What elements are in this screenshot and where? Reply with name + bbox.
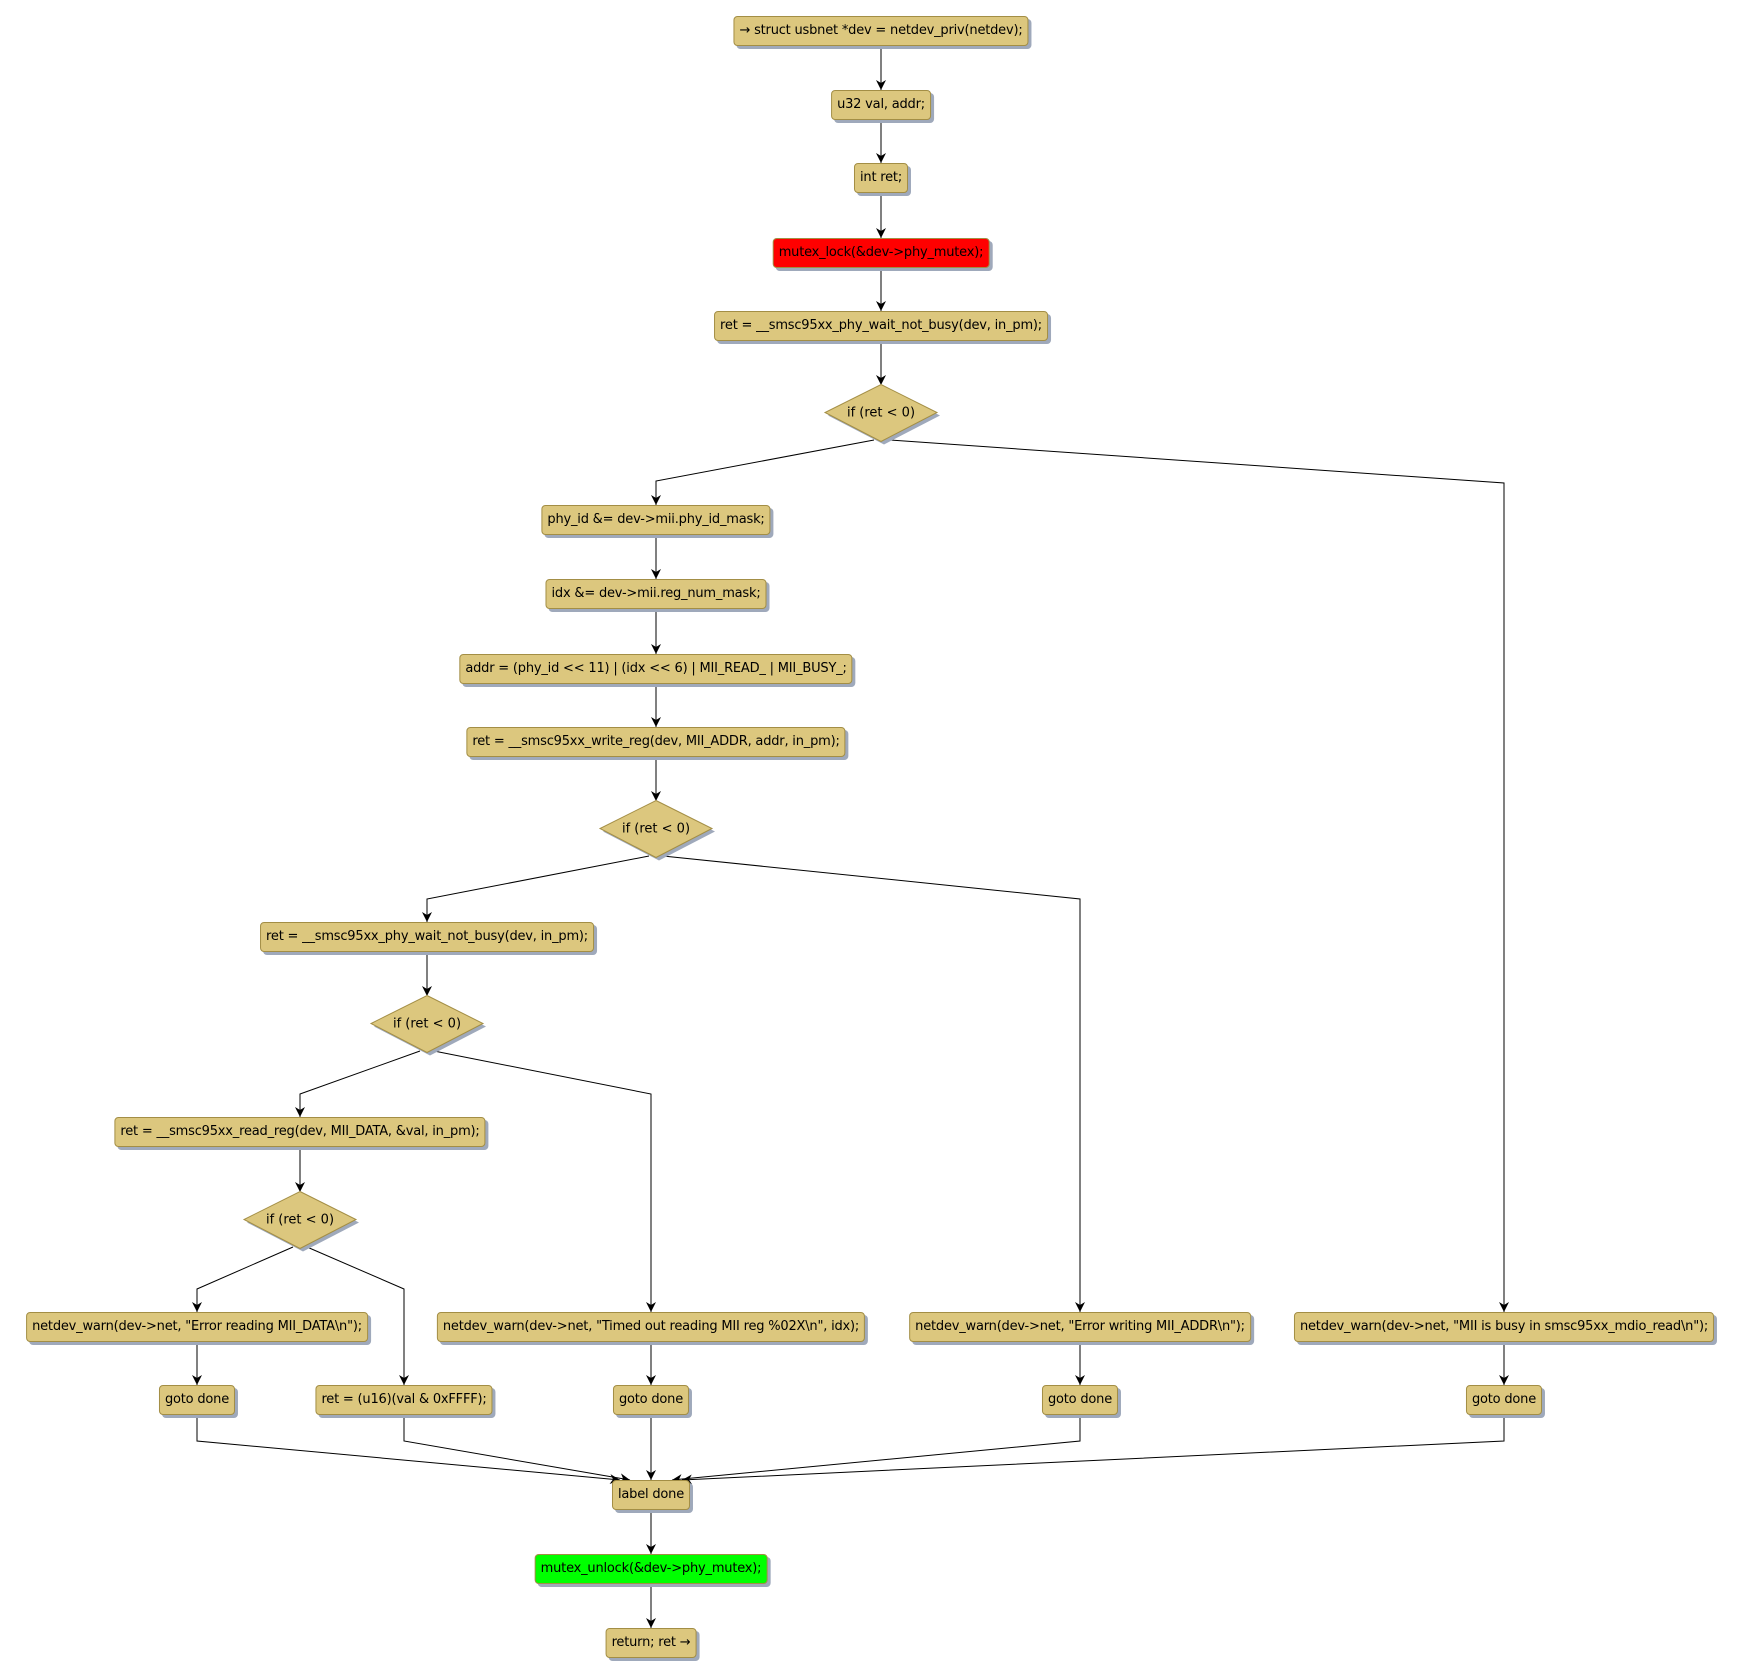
action-node: goto done: [612, 1385, 690, 1415]
flow-arrow: [403, 1415, 631, 1484]
flow-arrow: [433, 1050, 656, 1312]
action-node: idx &= dev->mii.reg_num_mask;: [545, 579, 767, 609]
flow-arrow: [889, 439, 1509, 1312]
action-node: return; ret →: [605, 1628, 697, 1658]
action-node: label done: [611, 1480, 691, 1510]
action-node: ret = __smsc95xx_read_reg(dev, MII_DATA,…: [114, 1117, 486, 1147]
decision-node: if (ret < 0): [598, 799, 715, 861]
action-node: netdev_warn(dev->net, "Error reading MII…: [26, 1312, 368, 1342]
flow-arrow: [422, 855, 650, 922]
decision-label: if (ret < 0): [621, 821, 691, 837]
flow-arrow: [295, 1050, 421, 1117]
decision-node: if (ret < 0): [823, 383, 940, 445]
action-node: → struct usbnet *dev = netdev_priv(netde…: [733, 16, 1029, 46]
flow-arrow: [662, 855, 1085, 1312]
action-node: goto done: [158, 1385, 236, 1415]
action-node: ret = __smsc95xx_phy_wait_not_busy(dev, …: [260, 922, 594, 952]
decision-node: if (ret < 0): [242, 1190, 359, 1252]
action-node: phy_id &= dev->mii.phy_id_mask;: [541, 505, 771, 535]
flow-arrow: [681, 1415, 1505, 1485]
action-node: ret = __smsc95xx_phy_wait_not_busy(dev, …: [714, 311, 1048, 341]
action-node: ret = __smsc95xx_write_reg(dev, MII_ADDR…: [466, 727, 846, 757]
action-node: addr = (phy_id << 11) | (idx << 6) | MII…: [459, 654, 853, 684]
flow-arrow: [651, 439, 875, 505]
action-node: goto done: [1041, 1385, 1119, 1415]
decision-label: if (ret < 0): [846, 405, 916, 421]
flow-arrow: [196, 1415, 621, 1485]
action-node: u32 val, addr;: [831, 90, 931, 120]
mutex-unlock-node: mutex_unlock(&dev->phy_mutex);: [534, 1554, 768, 1584]
mutex-lock-node: mutex_lock(&dev->phy_mutex);: [772, 238, 990, 268]
flow-arrow: [192, 1246, 294, 1312]
flow-arrow: [671, 1415, 1081, 1485]
decision-label: if (ret < 0): [392, 1016, 462, 1032]
action-node: goto done: [1465, 1385, 1543, 1415]
flow-arrow: [306, 1246, 409, 1385]
action-node: ret = (u16)(val & 0xFFFF);: [315, 1385, 493, 1415]
decision-node: if (ret < 0): [369, 994, 486, 1056]
decision-label: if (ret < 0): [265, 1212, 335, 1228]
action-node: netdev_warn(dev->net, "Error writing MII…: [909, 1312, 1251, 1342]
action-node: int ret;: [853, 163, 909, 193]
action-node: netdev_warn(dev->net, "MII is busy in sm…: [1293, 1312, 1715, 1342]
action-node: netdev_warn(dev->net, "Timed out reading…: [436, 1312, 866, 1342]
